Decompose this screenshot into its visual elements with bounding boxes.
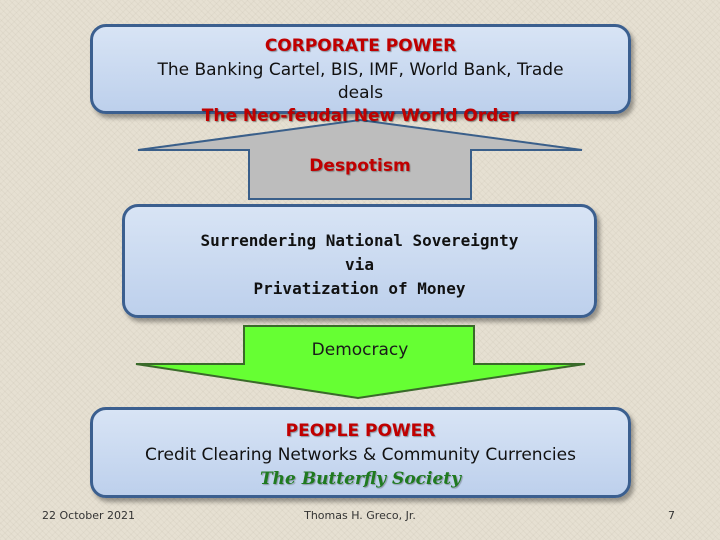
corporate-power-line1: The Banking Cartel, BIS, IMF, World Bank… [157, 60, 564, 80]
people-power-title: PEOPLE POWER [285, 421, 436, 441]
butterfly-society-label: The Butterfly Society [259, 469, 462, 489]
people-power-box: PEOPLE POWER Credit Clearing Networks & … [90, 407, 631, 498]
corporate-power-line2: deals [337, 83, 384, 103]
corporate-power-title: CORPORATE POWER [264, 36, 457, 56]
sovereignty-box: Surrendering National Sovereignty via Pr… [122, 204, 597, 318]
sovereignty-line2: via [345, 255, 374, 274]
neo-feudal-label: The Neo-feudal New World Order [201, 106, 519, 126]
corporate-power-box: CORPORATE POWER The Banking Cartel, BIS,… [90, 24, 631, 114]
footer-page-number: 7 [668, 509, 675, 522]
despotism-label: Despotism [309, 156, 411, 176]
democracy-label: Democracy [311, 340, 409, 360]
sovereignty-line3: Privatization of Money [253, 279, 466, 298]
footer-date: 22 October 2021 [42, 509, 136, 522]
sovereignty-line1: Surrendering National Sovereignty [200, 231, 519, 250]
people-power-line1: Credit Clearing Networks & Community Cur… [145, 445, 576, 465]
footer-author: Thomas H. Greco, Jr. [304, 509, 416, 522]
